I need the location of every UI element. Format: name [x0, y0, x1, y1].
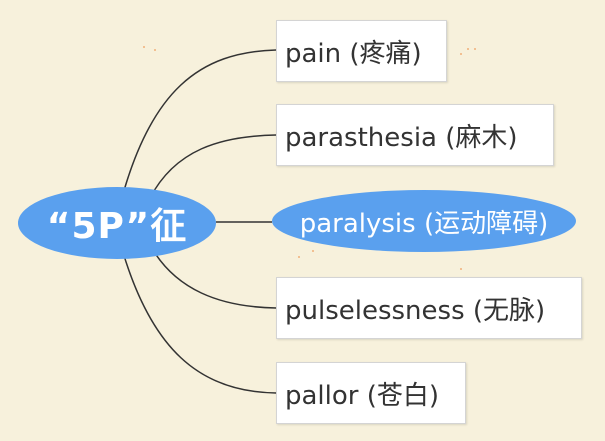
leaf-label: pain (疼痛) [285, 38, 422, 69]
leaf-node-pallor[interactable]: pallor (苍白) [276, 362, 466, 424]
leaf-node-parasthesia[interactable]: parasthesia (麻木) [276, 104, 554, 166]
center-node-label: “5P”征 [46, 206, 188, 247]
decorative-dot [467, 48, 469, 50]
leaf-node-pulselessness[interactable]: pulselessness (无脉) [276, 277, 582, 339]
decorative-dot [154, 49, 156, 51]
leaf-label: pulselessness (无脉) [285, 295, 546, 326]
leaf-node-paralysis[interactable]: paralysis (运动障碍) [272, 190, 576, 252]
connector-to-parasthesia [149, 134, 277, 199]
connector-to-pallor [119, 241, 277, 394]
decorative-dot [460, 268, 462, 270]
connector-to-pulselessness [149, 244, 277, 309]
leaf-label: pallor (苍白) [285, 380, 440, 411]
decorative-dot [143, 46, 145, 48]
decorative-dot [474, 48, 476, 50]
leaf-label: parasthesia (麻木) [285, 122, 518, 153]
decorative-dot [460, 53, 462, 55]
leaf-node-pain[interactable]: pain (疼痛) [276, 20, 447, 82]
decorative-dot [312, 250, 314, 252]
decorative-dot [298, 256, 300, 258]
center-node[interactable]: “5P”征 [18, 187, 216, 259]
connector-to-pain [119, 49, 277, 206]
leaf-label: paralysis (运动障碍) [299, 208, 549, 239]
